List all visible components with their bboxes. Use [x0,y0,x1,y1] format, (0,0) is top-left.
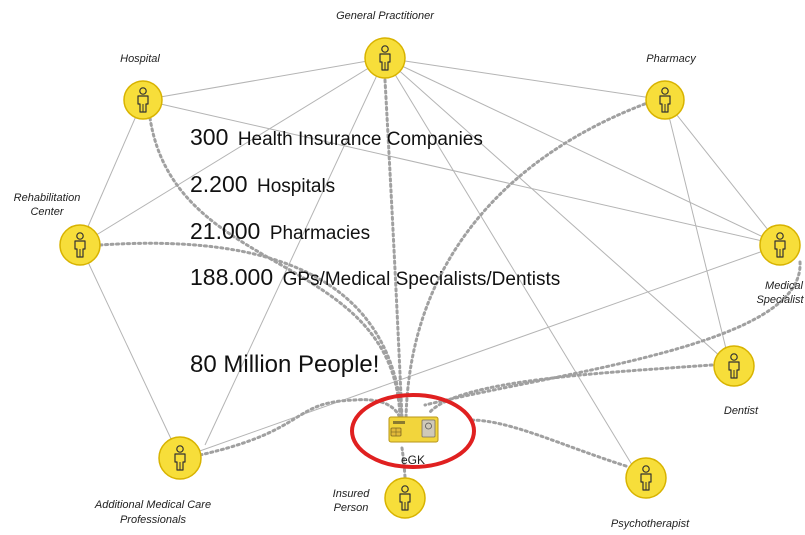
stat-pharmacies: 21.000 Pharmacies [190,218,370,244]
label-dentist: Dentist [724,405,759,417]
node-dentist: Dentist [713,345,759,417]
egk-card-group: eGK [350,393,476,469]
node-additional-professionals: Additional Medical Care Professionals [94,436,211,526]
node-circle [625,457,667,499]
node-rehabilitation-center: Rehabilitation Center [14,192,101,266]
node-general-practitioner: General Practitioner [336,10,435,79]
node-circle [123,80,163,120]
node-circle [364,37,406,79]
link-hospital-medical [142,99,781,246]
link-gp-medical [384,57,781,246]
stat-hospitals: 2.200 Hospitals [190,171,335,197]
dotted-psycho-card [468,418,628,468]
stat-practitioners: 188.000 GPs/Medical Specialists/Dentists [190,264,560,290]
node-circle [713,345,755,387]
dotted-dentist-card [428,363,714,414]
link-medical-additional [179,244,781,459]
dotted-gp-card [383,78,404,420]
node-psychotherapist: Psychotherapist [611,457,690,530]
link-gp-pharmacy [384,57,666,101]
health-card-icon [388,416,439,443]
dotted-additional-card [198,398,402,457]
link-pharmacy-dentist [664,99,731,366]
link-gp-dentist [384,57,731,366]
label-medical-line2: Specialist [756,294,804,306]
node-pharmacy: Pharmacy [645,53,697,120]
stat-insurance: 300 Health Insurance Companies [190,124,483,150]
dotted-medical-card [423,260,802,407]
dotted-insured-card [400,446,407,479]
population-text: 80 Million People! [190,351,379,378]
label-insured-line1: Insured [333,488,371,500]
dotted-pharmacy-card [404,100,652,420]
statistics-block: 300 Health Insurance Companies 2.200 Hos… [190,124,560,378]
link-gp-psycho [384,57,641,479]
dotted-rehab-card [98,241,404,420]
node-hospital: Hospital [120,53,163,120]
link-hospital-rehab [79,99,144,246]
label-pharmacy: Pharmacy [646,53,697,65]
node-circle [645,80,685,120]
card-label: eGK [401,453,425,467]
label-additional-line2: Professionals [120,514,187,526]
node-circle [759,224,801,266]
node-circle [158,436,202,480]
link-rehab-additional [79,244,181,459]
label-hospital: Hospital [120,53,160,65]
label-general-practitioner: General Practitioner [336,10,435,22]
label-psychotherapist: Psychotherapist [611,518,690,530]
solid-connections [79,57,781,479]
label-additional-line1: Additional Medical Care [94,499,211,511]
node-circle [59,224,101,266]
highlight-ring [350,393,476,469]
link-gp-rehab [79,57,386,246]
link-gp-additional [204,57,386,446]
dotted-hospital-card [148,116,402,420]
link-pharmacy-medical [664,99,781,246]
label-insured-line2: Person [334,502,369,514]
node-insured-person: Insured Person [333,477,426,519]
label-rehabilitation-line1: Rehabilitation [14,192,81,204]
label-medical-line1: Medical [765,280,803,292]
link-hospital-gp [142,57,386,101]
node-medical-specialist: Medical Specialist [756,224,804,306]
node-circle [384,477,426,519]
label-rehabilitation-line2: Center [30,206,64,218]
